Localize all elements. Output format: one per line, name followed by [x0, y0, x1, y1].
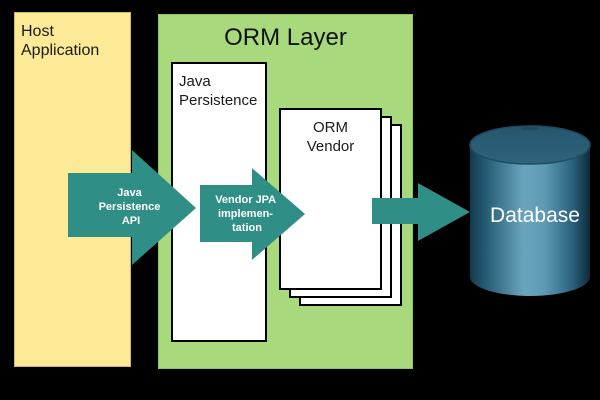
orm-vendor-label-line1: ORM: [313, 119, 348, 136]
database-label: Database: [490, 204, 580, 227]
arrow-jpa-label: Java Persistence API: [99, 187, 164, 227]
database-cylinder: Database: [469, 125, 591, 296]
orm-vendor-label-line2: Vendor: [306, 138, 355, 155]
orm-layer-title: ORM Layer: [224, 24, 347, 51]
orm-vendor-label: ORM Vendor: [281, 110, 380, 156]
host-application-label: Host Application: [21, 23, 100, 59]
database-cylinder-body: [470, 145, 590, 296]
arrow-java-persistence-api: [68, 150, 196, 265]
java-persistence-label: Java Persistence: [179, 73, 258, 109]
database-cylinder-top: [469, 125, 591, 165]
arrow-vendor-jpa-implementation: [200, 168, 305, 260]
orm-vendor-box-front: ORM Vendor: [279, 108, 382, 290]
arrow-orm-to-database: [372, 183, 470, 241]
database-cylinder-top-dot: [521, 126, 539, 131]
arrow-vendor-impl-label: Vendor JPA implemen- tation: [215, 194, 279, 234]
